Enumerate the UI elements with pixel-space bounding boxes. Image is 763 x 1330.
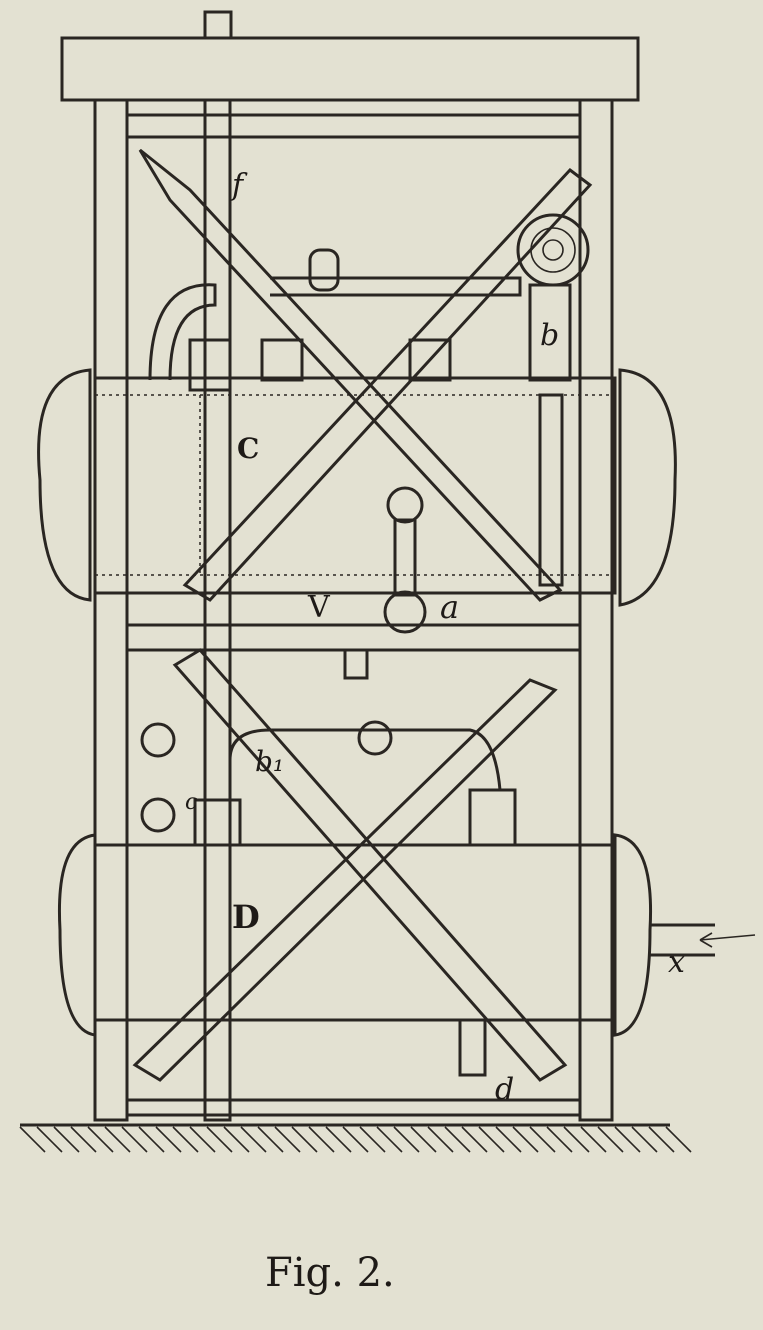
hatch-line [291, 1126, 318, 1153]
hatch-line [257, 1126, 284, 1153]
upper-x-brace [138, 148, 593, 602]
hatch-line [274, 1126, 301, 1153]
valve-a [383, 590, 427, 634]
valve-top [308, 248, 340, 292]
hatch-line [529, 1126, 556, 1153]
pipe-b1 [228, 728, 502, 800]
hatch-line [410, 1126, 437, 1153]
top-crossbar [125, 113, 582, 139]
left-valve [140, 722, 176, 758]
hatch-line [444, 1126, 471, 1153]
pipe-b1-valve [357, 720, 393, 756]
hatch-line [665, 1126, 692, 1153]
hatch-line [19, 1126, 46, 1153]
nozzle [468, 788, 517, 847]
left-valve [140, 797, 176, 833]
hatch-line [87, 1126, 114, 1153]
middle-crossbar [125, 623, 582, 652]
right-post [578, 98, 614, 1122]
hatch-line [155, 1126, 182, 1153]
left-post [93, 98, 129, 1122]
hatch-line [240, 1126, 267, 1153]
hatch-line [172, 1126, 199, 1153]
inlet-x [650, 923, 715, 957]
hatch-line [648, 1126, 675, 1153]
valve-stem [393, 518, 417, 597]
hatch-line [325, 1126, 352, 1153]
drum-d [57, 788, 653, 1037]
hatch-line [495, 1126, 522, 1153]
hatch-line [308, 1126, 335, 1153]
hatch-line [393, 1126, 420, 1153]
pipe-f [203, 98, 232, 1122]
hatch-line [427, 1126, 454, 1153]
water-gauge [538, 393, 564, 587]
hatch-line [461, 1126, 488, 1153]
lower-x-brace [132, 648, 568, 1082]
hatch-line [546, 1126, 573, 1153]
small-block [343, 648, 369, 680]
figure-caption: Fig. 2. [265, 1250, 395, 1296]
hatch-line [563, 1126, 590, 1153]
drain-d [458, 1018, 487, 1077]
label-b1: b₁ [255, 745, 285, 778]
label-a: a [440, 588, 460, 626]
label-V: V [308, 590, 330, 625]
column-b [528, 283, 572, 382]
upper-pipe [270, 276, 522, 297]
label-d: d [495, 1072, 515, 1107]
hatch-line [614, 1126, 641, 1153]
ground-hatching [19, 1123, 692, 1153]
nozzle [260, 338, 304, 382]
hatch-line [138, 1126, 165, 1153]
curved-pipe [148, 283, 217, 381]
label-C: C [237, 432, 260, 465]
nozzle [193, 798, 242, 847]
hatch-line [376, 1126, 403, 1153]
hatch-line [478, 1126, 505, 1153]
label-b: b [540, 318, 560, 353]
top-plate [60, 36, 640, 102]
top-pipe [203, 10, 233, 40]
hatch-line [206, 1126, 233, 1153]
label-c: c [185, 790, 198, 815]
hatch-line [597, 1126, 624, 1153]
hatch-line [359, 1126, 386, 1153]
label-x: x [668, 945, 685, 980]
drum-c [37, 368, 677, 607]
hatch-line [36, 1126, 63, 1153]
hatch-line [53, 1126, 80, 1153]
nozzle [408, 338, 452, 382]
arrow-icon [699, 932, 756, 948]
hatch-line [189, 1126, 216, 1153]
hatch-line [580, 1126, 607, 1153]
nozzle [188, 338, 232, 392]
label-f: f [232, 168, 244, 203]
label-D: D [232, 898, 260, 936]
hatch-line [631, 1126, 658, 1153]
base-bar [125, 1098, 582, 1117]
hatch-line [342, 1126, 369, 1153]
hatch-line [70, 1126, 97, 1153]
handwheel [386, 486, 424, 524]
hatch-line [512, 1126, 539, 1153]
hatch-line [104, 1126, 131, 1153]
hatch-line [121, 1126, 148, 1153]
hatch-line [223, 1126, 250, 1153]
